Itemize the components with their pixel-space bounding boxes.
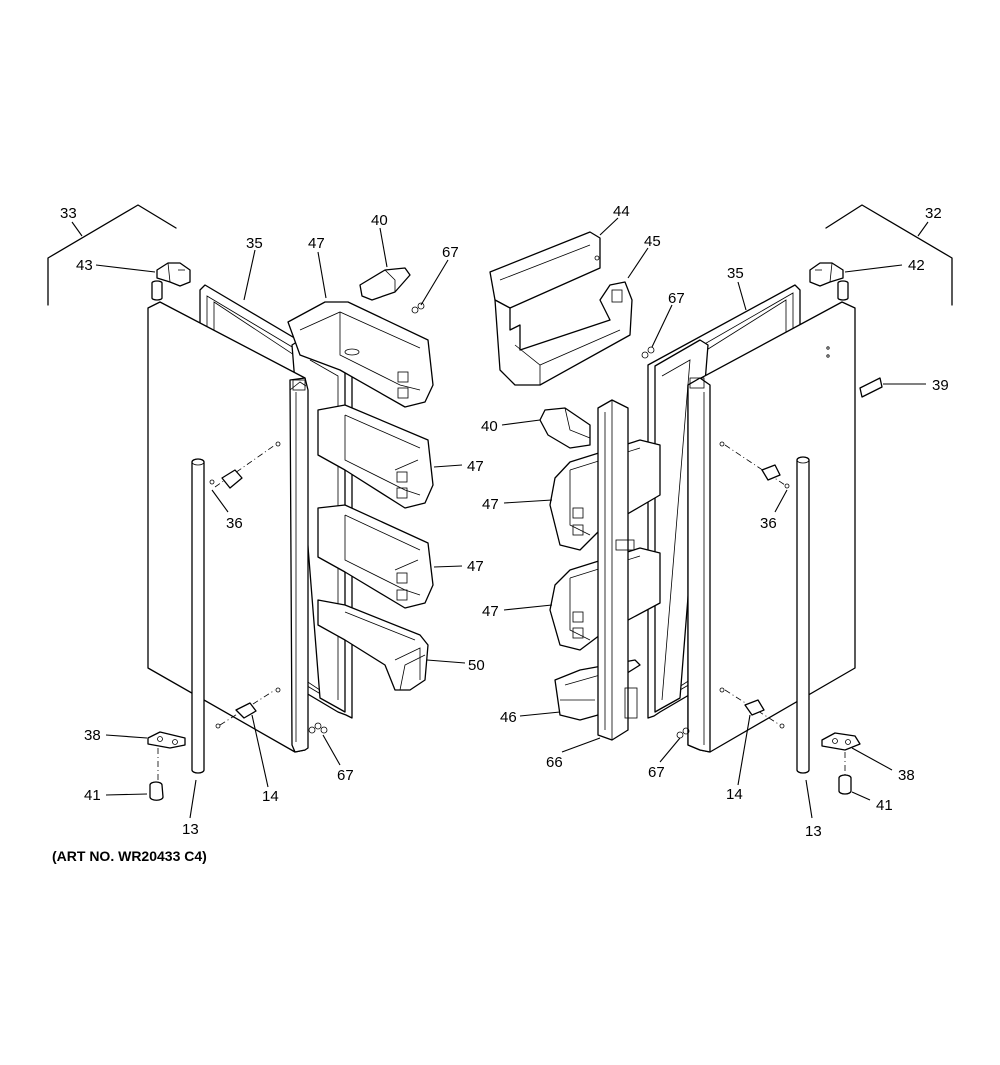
callout-38-right: 38 [898, 767, 915, 784]
door-label-39 [826, 346, 883, 398]
callout-47-second-left: 47 [467, 458, 484, 475]
callout-36-left: 36 [226, 515, 243, 532]
callout-67-bottom-right: 67 [648, 764, 665, 781]
callout-44: 44 [613, 203, 630, 220]
callout-66: 66 [546, 754, 563, 771]
door-handle-left [191, 458, 205, 774]
top-hinge-43 [156, 262, 191, 287]
door-bin-50-bottom-left [317, 599, 429, 691]
art-number: (ART NO. WR20433 C4) [52, 848, 207, 864]
hinge-pin-left-top [151, 280, 163, 301]
callout-67-top-left: 67 [442, 244, 459, 261]
bin-clip-67-bottom-left [308, 722, 328, 734]
door-bin-47-second-left [317, 404, 434, 509]
callout-36-right: 36 [760, 515, 777, 532]
hinge-bushing-14-right [719, 687, 785, 729]
hinge-bushing-36-left [209, 441, 281, 489]
door-bin-47-top-left [287, 301, 434, 408]
assembly-bracket-32 [825, 204, 953, 306]
bottom-hinge-38-right [821, 732, 861, 775]
callout-14-right: 14 [726, 786, 743, 803]
dispenser-trim-40-right [539, 407, 591, 449]
callout-67-top-right: 67 [668, 290, 685, 307]
callout-41-right: 41 [876, 797, 893, 814]
callout-42: 42 [908, 257, 925, 274]
callout-13-right: 13 [805, 823, 822, 840]
callout-47-lower-right: 47 [482, 603, 499, 620]
hinge-bushing-36-right [719, 441, 790, 489]
callout-33: 33 [60, 205, 77, 222]
callout-32: 32 [925, 205, 942, 222]
callout-14-left: 14 [262, 788, 279, 805]
callout-50: 50 [468, 657, 485, 674]
callout-43: 43 [76, 257, 93, 274]
bin-clip-67-top-left [411, 302, 425, 314]
callout-40-left: 40 [371, 212, 388, 229]
bottom-hinge-38-left [147, 731, 186, 780]
leader-lines [71, 217, 929, 819]
door-handle-right [796, 456, 810, 774]
callout-47-top-left: 47 [308, 235, 325, 252]
callout-13-left: 13 [182, 821, 199, 838]
bin-clip-67-top-right [641, 346, 655, 359]
callout-46: 46 [500, 709, 517, 726]
callout-35-left: 35 [246, 235, 263, 252]
assembly-bracket-33 [47, 204, 177, 306]
dairy-door-44 [489, 231, 601, 309]
callout-47-upper-right: 47 [482, 496, 499, 513]
dispenser-trim-40-left [359, 267, 411, 301]
callout-40-right: 40 [481, 418, 498, 435]
callout-47-third-left: 47 [467, 558, 484, 575]
hinge-bearing-41-right [838, 774, 852, 795]
dairy-bin-45 [494, 281, 633, 386]
hinge-pin-right-top [837, 280, 849, 301]
callout-39: 39 [932, 377, 949, 394]
dispenser-column-66 [597, 399, 638, 741]
callout-35-right: 35 [727, 265, 744, 282]
door-panel-right [687, 301, 856, 753]
door-panel-left [147, 301, 309, 753]
callout-45: 45 [644, 233, 661, 250]
bin-clip-67-bottom-right [676, 727, 690, 739]
callout-41-left: 41 [84, 787, 101, 804]
hinge-bearing-41-left [149, 781, 164, 801]
hinge-bushing-14-left [215, 687, 281, 729]
callout-labels: 33 43 35 47 40 67 47 47 36 50 38 41 14 1… [60, 203, 949, 840]
callout-67-bottom-left: 67 [337, 767, 354, 784]
top-hinge-42 [809, 262, 844, 287]
door-bin-47-third-left [317, 504, 434, 609]
callout-38-left: 38 [84, 727, 101, 744]
